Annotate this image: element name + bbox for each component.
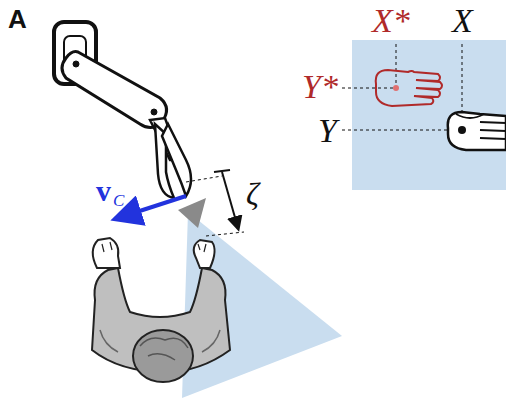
- target-x-label: X*: [372, 4, 410, 38]
- guide-lines: [342, 44, 462, 130]
- workspace-plane: [352, 40, 506, 190]
- current-hand: [448, 112, 506, 150]
- velocity-subscript: C: [113, 192, 124, 209]
- target-hand: [376, 70, 442, 106]
- camera-symbol: [178, 198, 206, 228]
- person-top-view: [92, 238, 230, 382]
- robot-arm: [54, 22, 191, 198]
- distance-dimension: [186, 170, 244, 236]
- velocity-symbol: v: [96, 176, 111, 206]
- current-y-label: Y: [318, 114, 337, 148]
- velocity-arrow: [118, 196, 186, 218]
- distance-symbol: ζ: [246, 178, 259, 210]
- current-x-label: X: [452, 4, 473, 38]
- panel-letter: A: [8, 6, 27, 32]
- target-y-label: Y*: [302, 70, 338, 104]
